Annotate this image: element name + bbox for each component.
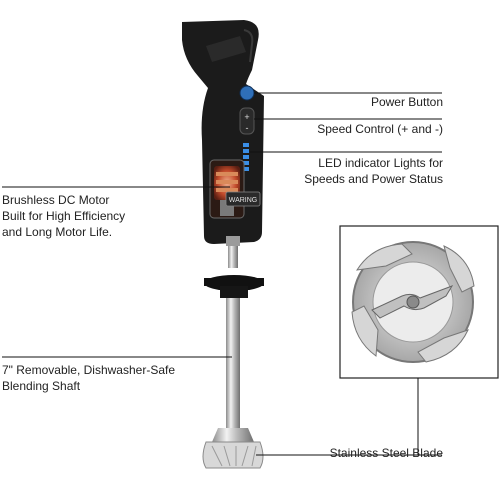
motor-label-line-1: Brushless DC Motor (2, 193, 110, 207)
speed-control-label: Speed Control (+ and -) (317, 122, 443, 136)
led-indicator-label: LED indicator Lights for Speeds and Powe… (304, 155, 443, 187)
svg-text:+: + (244, 112, 249, 122)
motor-cutaway (209, 159, 245, 219)
led-indicator-lights (243, 143, 249, 171)
led-indicator-label-line-1: LED indicator Lights for (318, 156, 443, 170)
blade-label: Stainless Steel Blade (329, 446, 443, 460)
motor-coupling (226, 236, 240, 268)
shaft-label-line-1: 7" Removable, Dishwasher-Safe (2, 363, 176, 377)
shaft-label-line-2: Blending Shaft (2, 379, 81, 393)
power-button[interactable] (239, 85, 255, 101)
brand-badge (225, 191, 261, 207)
power-button-label: Power Button (370, 95, 443, 109)
motor-label: Brushless DC Motor Built for High Effici… (2, 192, 125, 240)
blending-shaft (204, 275, 264, 442)
svg-text:-: - (246, 123, 249, 133)
led-indicator-label-line-2: Speeds and Power Status (304, 172, 443, 186)
motor-label-line-2: Built for High Efficiency (2, 209, 126, 223)
brand-text: WARING (229, 197, 258, 204)
shaft-label: 7" Removable, Dishwasher-Safe Blending S… (2, 362, 175, 394)
motor-label-line-3: and Long Motor Life. (2, 225, 113, 239)
speed-control-buttons[interactable]: + - (239, 107, 255, 135)
blade-closeup (351, 241, 475, 363)
blade-guard (202, 441, 264, 469)
